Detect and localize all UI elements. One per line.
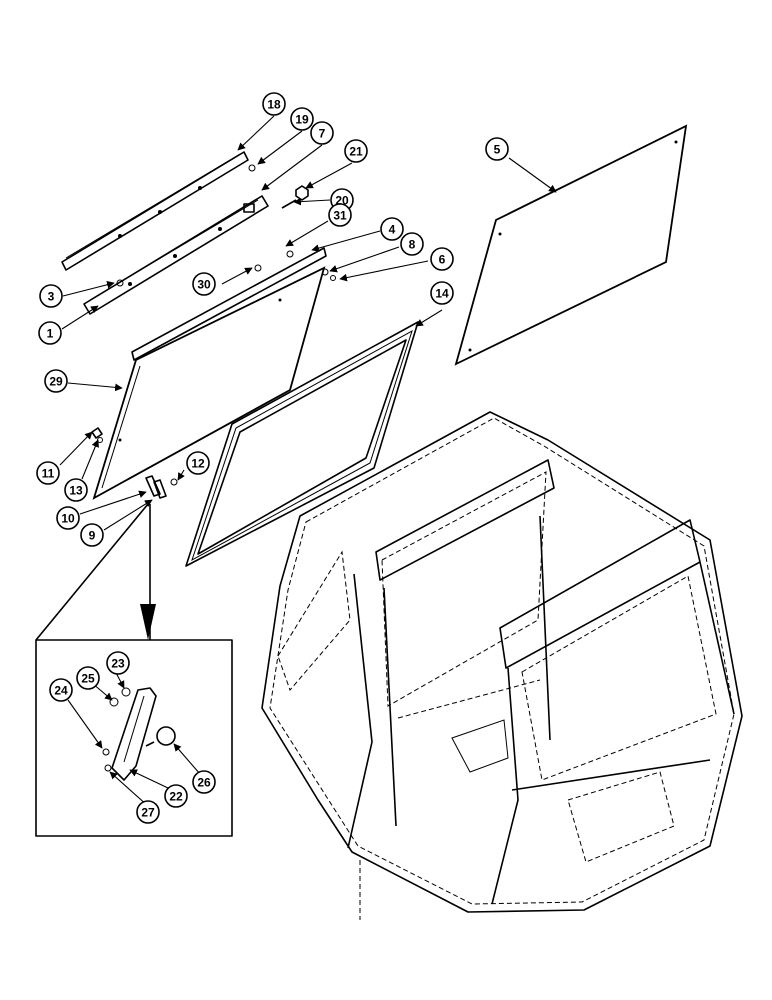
callout-circle bbox=[400, 232, 424, 256]
callout-31: 31 bbox=[328, 203, 352, 227]
lower-hinge-rail bbox=[83, 195, 269, 315]
rear-window-5 bbox=[454, 124, 688, 366]
callout-circle bbox=[136, 800, 160, 824]
callout-label: 22 bbox=[169, 790, 183, 804]
callout-circle bbox=[328, 203, 352, 227]
callout-24: 24 bbox=[49, 678, 73, 702]
callout-label: 4 bbox=[389, 223, 396, 237]
callout-21: 21 bbox=[344, 139, 368, 163]
callout-circle bbox=[192, 770, 216, 794]
callout-circle bbox=[380, 217, 404, 241]
callout-label: 18 bbox=[267, 98, 281, 112]
callout-circle bbox=[192, 272, 216, 296]
callout-circle bbox=[430, 281, 454, 305]
upper-hinge-rail bbox=[61, 151, 249, 271]
callout-circle bbox=[64, 478, 88, 502]
callout-label: 10 bbox=[61, 512, 75, 526]
callout-23: 23 bbox=[106, 651, 130, 675]
callout-label: 6 bbox=[439, 253, 446, 267]
callout-label: 5 bbox=[494, 143, 501, 157]
callout-label: 7 bbox=[319, 127, 326, 141]
callout-30: 30 bbox=[192, 272, 216, 296]
leader-lines bbox=[59, 115, 557, 807]
callout-14: 14 bbox=[430, 281, 454, 305]
callout-circle bbox=[106, 651, 130, 675]
callout-label: 21 bbox=[349, 145, 363, 159]
cab-frame bbox=[261, 411, 743, 920]
callout-26: 26 bbox=[192, 770, 216, 794]
callout-27: 27 bbox=[136, 800, 160, 824]
window-glass-29 bbox=[92, 266, 326, 500]
callout-label: 27 bbox=[141, 806, 155, 820]
callout-circle bbox=[76, 666, 100, 690]
callout-label: 1 bbox=[47, 327, 54, 341]
callout-10: 10 bbox=[56, 506, 80, 530]
callout-label: 24 bbox=[54, 684, 68, 698]
callout-circle bbox=[38, 321, 62, 345]
callout-29: 29 bbox=[44, 369, 68, 393]
callout-label: 14 bbox=[435, 287, 449, 301]
callout-label: 9 bbox=[89, 529, 96, 543]
detail-inset bbox=[35, 503, 233, 837]
callout-label: 30 bbox=[197, 278, 211, 292]
callout-circle bbox=[186, 451, 210, 475]
callout-circle bbox=[80, 523, 104, 547]
callout-1: 1 bbox=[38, 321, 62, 345]
callout-circle bbox=[39, 284, 63, 308]
callout-13: 13 bbox=[64, 478, 88, 502]
callout-circle bbox=[49, 678, 73, 702]
callout-label: 26 bbox=[197, 776, 211, 790]
callout-label: 19 bbox=[295, 113, 309, 127]
callout-circle bbox=[56, 506, 80, 530]
callout-group: 1819721203143086312951411131210923252422… bbox=[36, 92, 509, 824]
callout-19: 19 bbox=[290, 107, 314, 131]
callout-label: 3 bbox=[48, 290, 55, 304]
callout-25: 25 bbox=[76, 666, 100, 690]
callout-18: 18 bbox=[262, 92, 286, 116]
callout-circle bbox=[430, 247, 454, 271]
callout-circle bbox=[262, 92, 286, 116]
callout-circle bbox=[290, 107, 314, 131]
callout-label: 25 bbox=[81, 672, 95, 686]
callout-circle bbox=[485, 137, 509, 161]
callout-label: 31 bbox=[333, 209, 347, 223]
callout-3: 3 bbox=[39, 284, 63, 308]
callout-label: 23 bbox=[111, 657, 125, 671]
callout-label: 12 bbox=[191, 457, 205, 471]
callout-circle bbox=[344, 139, 368, 163]
callout-11: 11 bbox=[36, 461, 60, 485]
rail-hardware bbox=[116, 164, 336, 361]
callout-circle bbox=[164, 784, 188, 808]
callout-8: 8 bbox=[400, 232, 424, 256]
callout-22: 22 bbox=[164, 784, 188, 808]
callout-12: 12 bbox=[186, 451, 210, 475]
callout-label: 8 bbox=[409, 238, 416, 252]
callout-7: 7 bbox=[310, 121, 334, 145]
callout-5: 5 bbox=[485, 137, 509, 161]
callout-9: 9 bbox=[80, 523, 104, 547]
callout-label: 13 bbox=[69, 484, 83, 498]
callout-circle bbox=[44, 369, 68, 393]
callout-4: 4 bbox=[380, 217, 404, 241]
callout-circle bbox=[310, 121, 334, 145]
callout-label: 29 bbox=[49, 375, 63, 389]
callout-6: 6 bbox=[430, 247, 454, 271]
callout-circle bbox=[36, 461, 60, 485]
callout-label: 11 bbox=[42, 467, 55, 481]
